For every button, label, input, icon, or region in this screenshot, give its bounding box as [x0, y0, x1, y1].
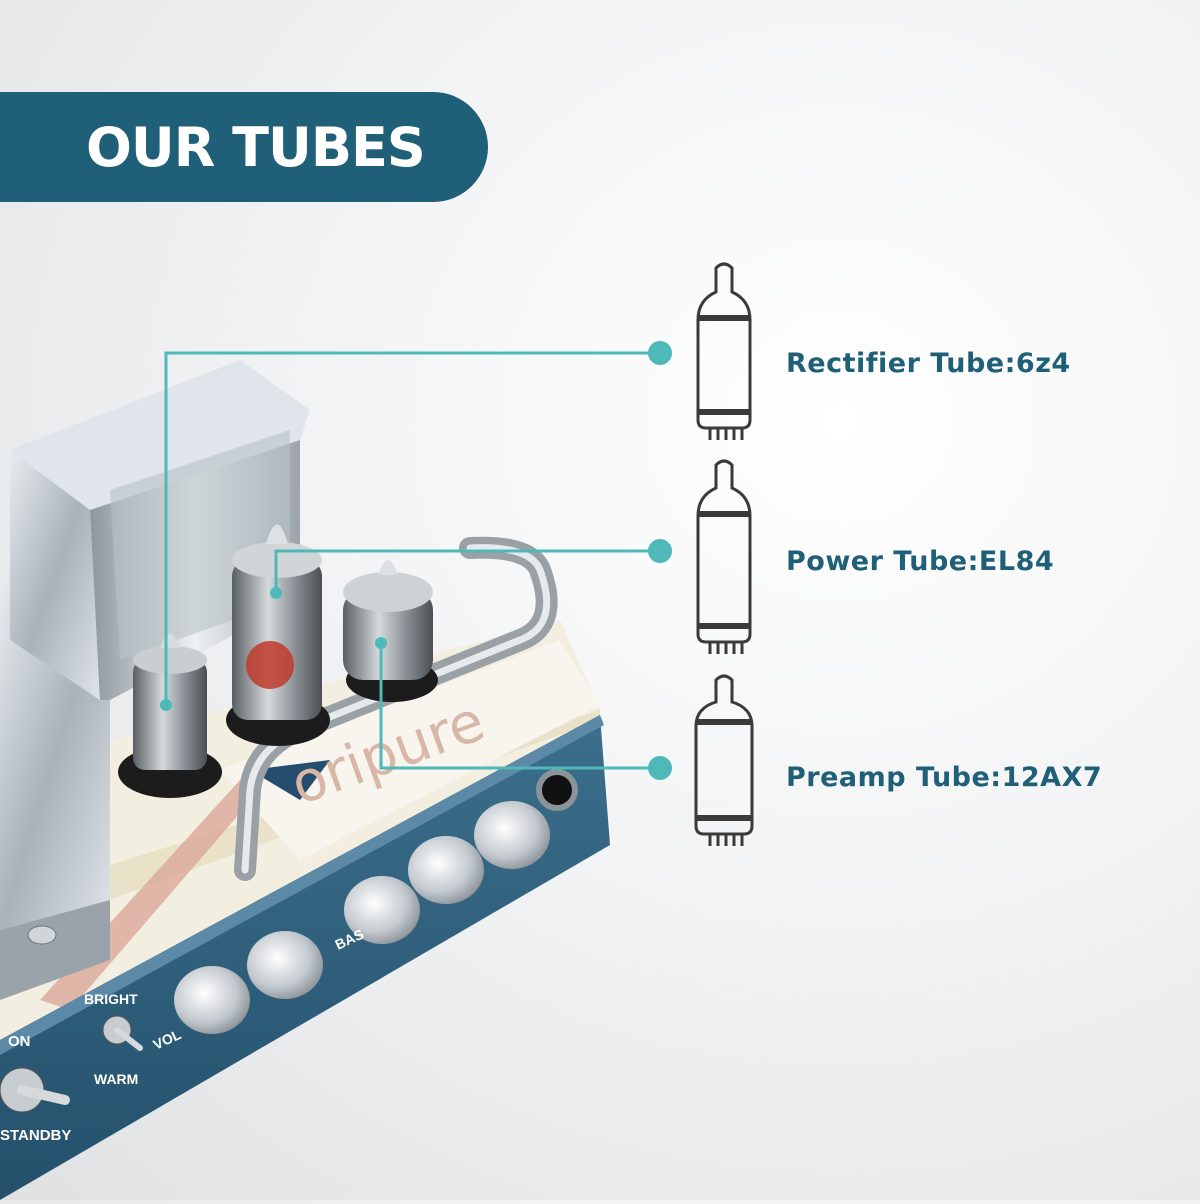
title-banner	[0, 92, 488, 202]
knob[interactable]	[247, 931, 323, 999]
bright-label: BRIGHT	[84, 991, 138, 1007]
standby-label: STANDBY	[0, 1127, 71, 1144]
connector-dot-icon	[648, 341, 672, 365]
preamp-callout-line	[379, 643, 660, 770]
preamp-tube-label: Preamp Tube:12AX7	[786, 762, 1103, 793]
rectifier-tube-label: Rectifier Tube:6z4	[786, 348, 1071, 379]
preamp-tube-photo	[343, 560, 433, 680]
rectifier-callout-line	[164, 351, 660, 705]
knobs	[174, 769, 578, 1034]
knob[interactable]	[174, 966, 250, 1034]
power-callout-line	[274, 549, 660, 593]
knob[interactable]	[344, 876, 420, 944]
knob[interactable]	[408, 836, 484, 904]
knob[interactable]	[474, 801, 550, 869]
connector-dot-icon	[648, 539, 672, 563]
tube-outline-icon	[694, 674, 754, 846]
connector-dot-icon	[648, 756, 672, 780]
warm-label: WARM	[94, 1071, 138, 1087]
input-jack[interactable]	[536, 769, 578, 811]
callout-lines	[160, 341, 672, 780]
tube-outline-icon	[696, 459, 752, 654]
on-label: ON	[8, 1033, 31, 1050]
toggle-switches	[0, 1015, 143, 1113]
power-tube-label: Power Tube:EL84	[786, 546, 1055, 577]
page-title: OUR TUBES	[86, 116, 426, 179]
tube-outline-icon	[696, 262, 752, 440]
